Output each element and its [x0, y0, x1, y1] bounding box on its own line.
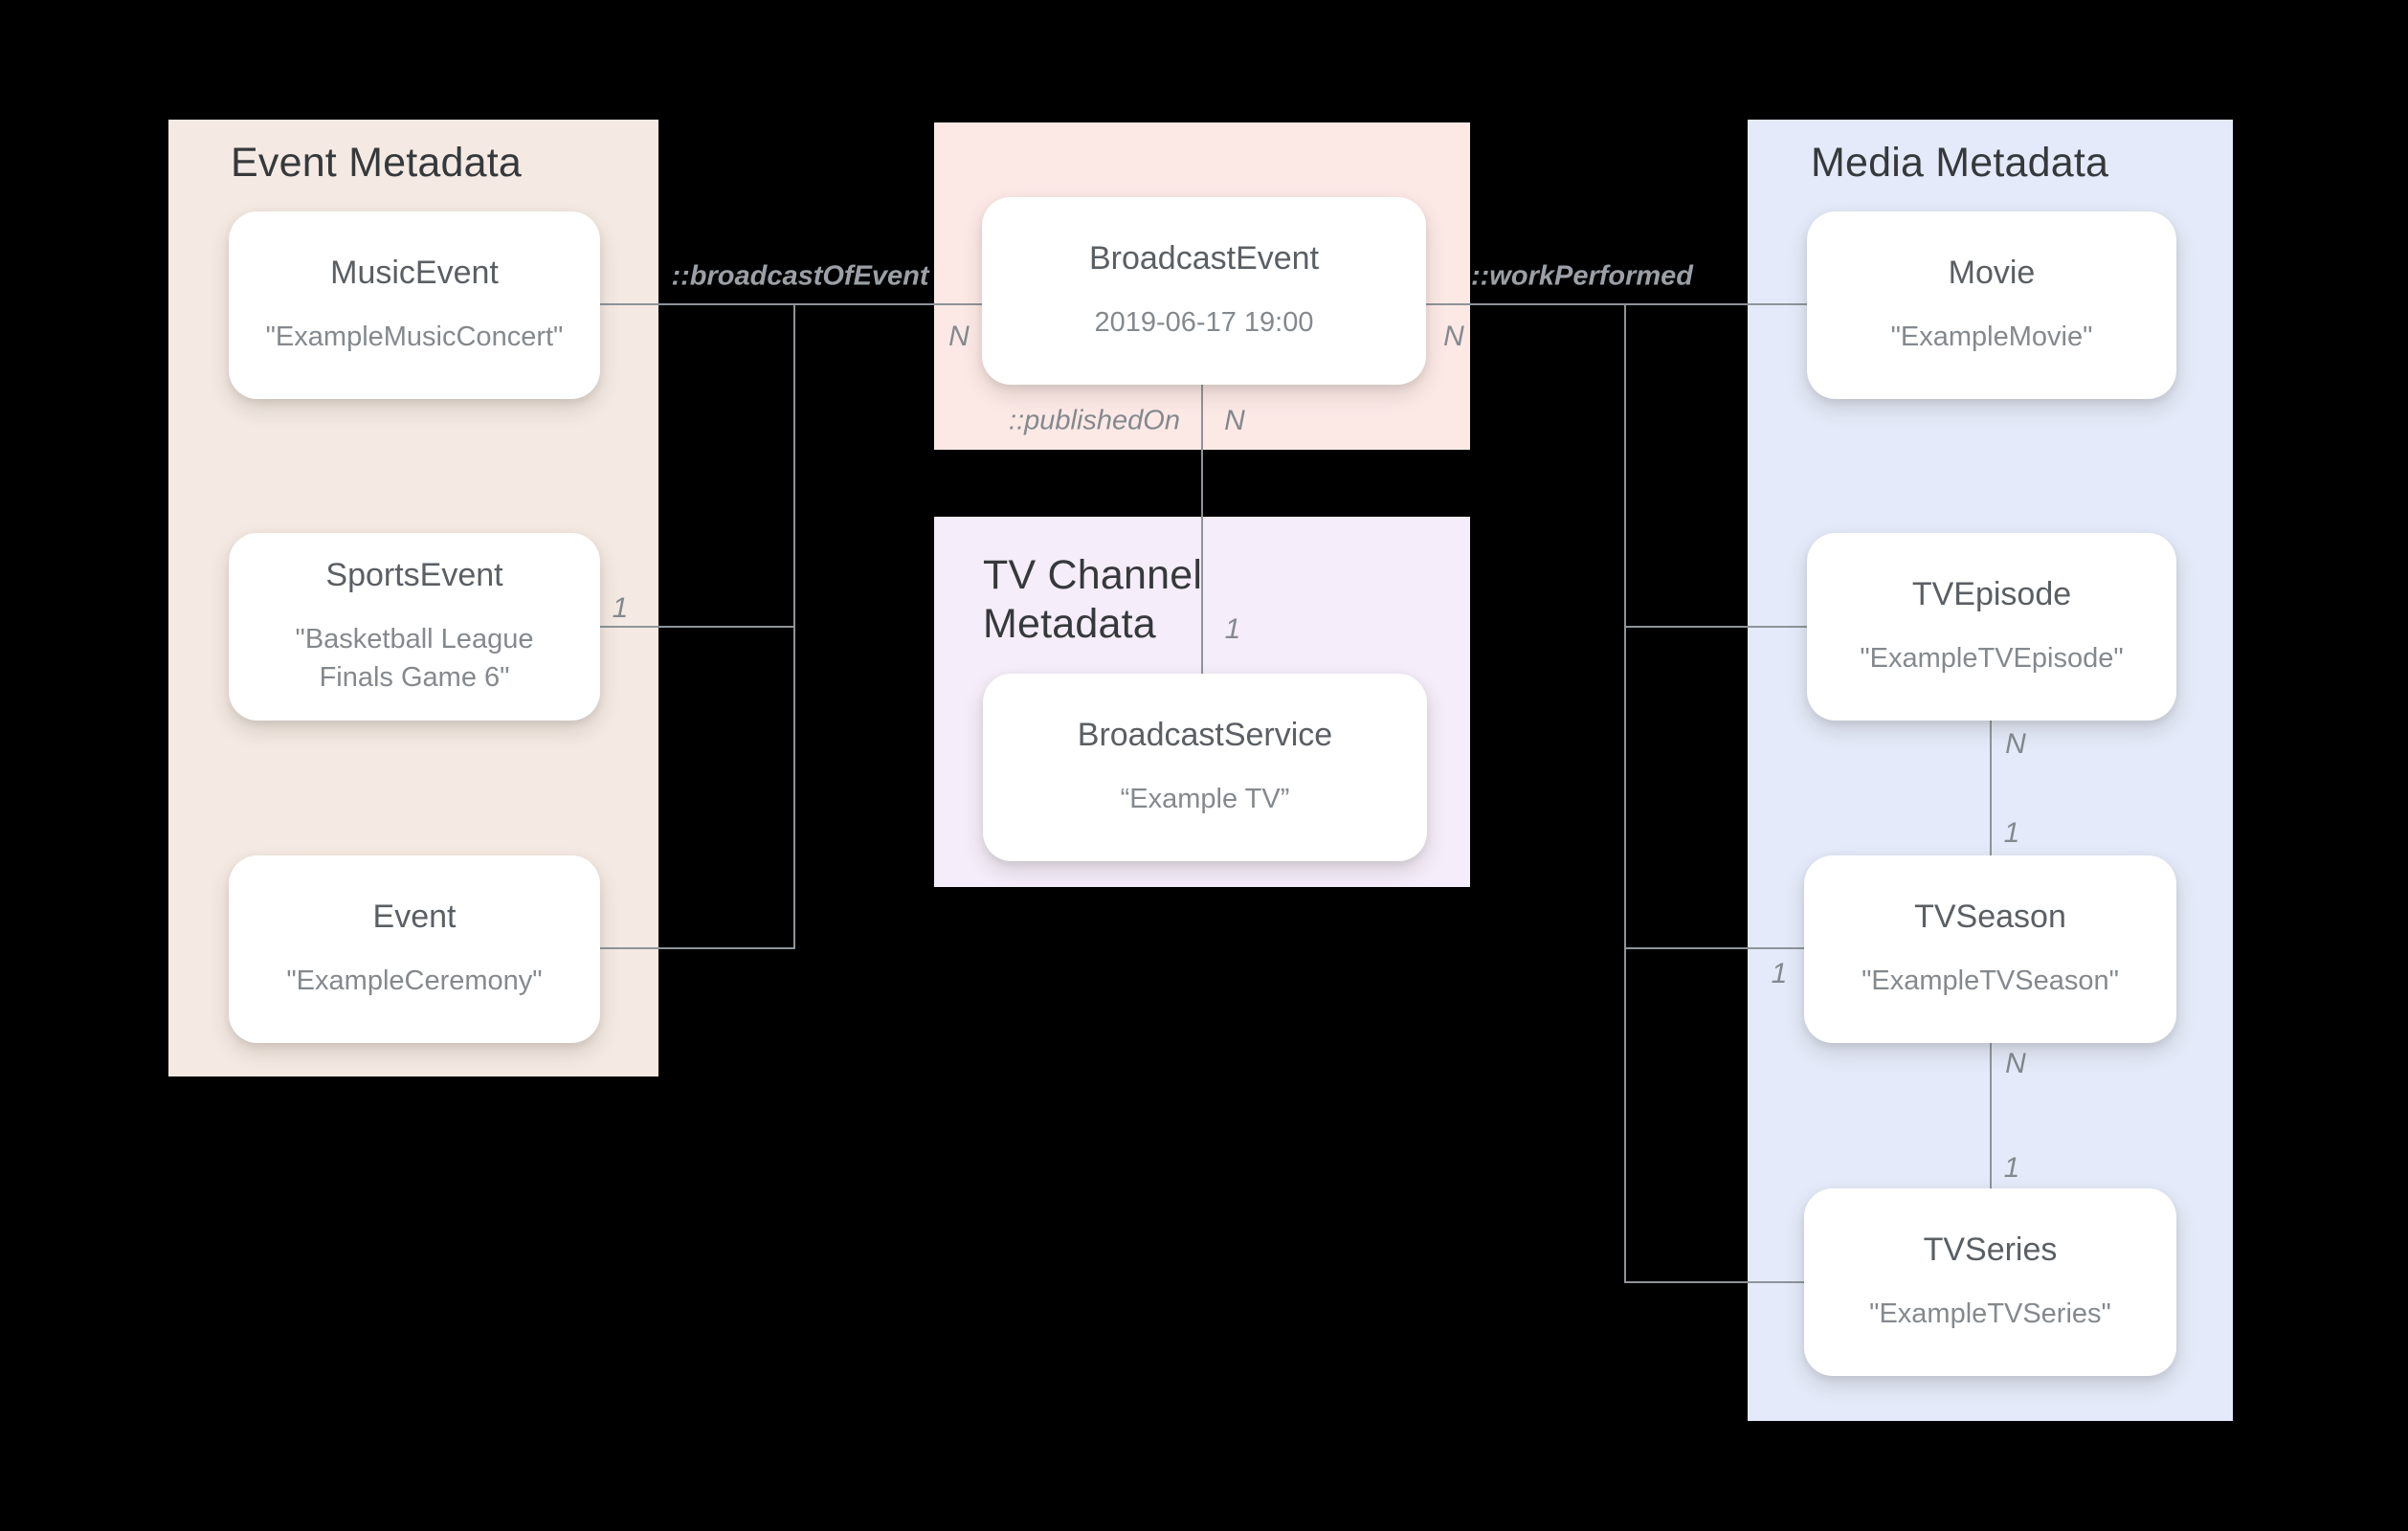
- cardinality-sportsevent-1: 1: [612, 592, 629, 624]
- node-broadcast-service: BroadcastService “Example TV”: [983, 674, 1427, 861]
- node-title: BroadcastEvent: [1088, 239, 1320, 277]
- node-event: Event "ExampleCeremony": [229, 855, 600, 1043]
- edge-episode-season: [1990, 721, 1992, 855]
- node-value: "ExampleTVEpisode": [1860, 642, 2124, 674]
- cardinality-broadcastservice-1: 1: [1224, 613, 1241, 645]
- node-value: "Basketball League Finals Game 6": [295, 623, 534, 693]
- node-title: Event: [372, 898, 457, 935]
- cardinality-episode-season-n: N: [2005, 728, 2026, 760]
- node-tv-season: TVSeason "ExampleTVSeason": [1804, 855, 2176, 1043]
- edge-tvseason-branch: [1624, 947, 1804, 949]
- panel-title-media-metadata: Media Metadata: [1811, 140, 2109, 186]
- cardinality-broadcastevent-left-n: N: [948, 321, 970, 352]
- node-sports-event: SportsEvent "Basketball League Finals Ga…: [229, 533, 600, 721]
- node-value: "ExampleMovie": [1890, 321, 2093, 352]
- node-tv-episode: TVEpisode "ExampleTVEpisode": [1807, 533, 2176, 721]
- edge-broadcastevent-movie: [1426, 303, 1807, 305]
- edge-tvseries-branch: [1624, 1281, 1804, 1283]
- edge-tvepisode-branch: [1624, 626, 1807, 628]
- cardinality-season-series-n: N: [2005, 1048, 2026, 1079]
- edge-label-published-on: ::publishedOn: [1009, 405, 1180, 436]
- node-value: 2019-06-17 19:00: [1094, 306, 1314, 338]
- edge-right-trunk: [1624, 303, 1626, 1282]
- node-title: Movie: [1948, 254, 2036, 291]
- node-title: SportsEvent: [325, 556, 503, 593]
- node-movie: Movie "ExampleMovie": [1807, 211, 2176, 399]
- cardinality-season-series-1: 1: [2003, 1152, 2020, 1184]
- edge-publishedon: [1201, 385, 1203, 674]
- node-title: TVEpisode: [1911, 575, 2072, 612]
- cardinality-episode-season-1: 1: [2003, 817, 2020, 849]
- node-value: "ExampleTVSeason": [1862, 965, 2119, 996]
- edge-season-series: [1990, 1043, 1992, 1188]
- node-title: MusicEvent: [330, 254, 499, 291]
- edge-musicevent-broadcastevent: [599, 303, 982, 305]
- node-title: TVSeries: [1923, 1231, 2058, 1268]
- node-music-event: MusicEvent "ExampleMusicConcert": [229, 211, 600, 399]
- panel-title-event-metadata: Event Metadata: [231, 140, 522, 186]
- node-tv-series: TVSeries "ExampleTVSeries": [1804, 1188, 2176, 1376]
- edge-label-broadcast-of-event: ::broadcastOfEvent: [671, 260, 929, 292]
- panel-title-tv-channel-metadata: TV Channel Metadata: [983, 552, 1203, 647]
- edge-sportsevent-branch: [599, 626, 795, 628]
- node-value: "ExampleCeremony": [286, 965, 543, 996]
- node-title: TVSeason: [1914, 898, 2066, 935]
- node-value: “Example TV”: [1120, 783, 1290, 814]
- edge-event-branch: [599, 947, 795, 949]
- node-broadcast-event: BroadcastEvent 2019-06-17 19:00: [982, 197, 1426, 385]
- node-value: "ExampleMusicConcert": [265, 321, 564, 352]
- node-value: "ExampleTVSeries": [1869, 1298, 2111, 1329]
- edge-label-work-performed: ::workPerformed: [1470, 260, 1694, 292]
- cardinality-broadcastevent-right-n: N: [1443, 321, 1464, 352]
- node-title: BroadcastService: [1077, 716, 1333, 753]
- cardinality-tvseason-left-1: 1: [1771, 958, 1788, 989]
- cardinality-publishedon-n: N: [1224, 405, 1245, 436]
